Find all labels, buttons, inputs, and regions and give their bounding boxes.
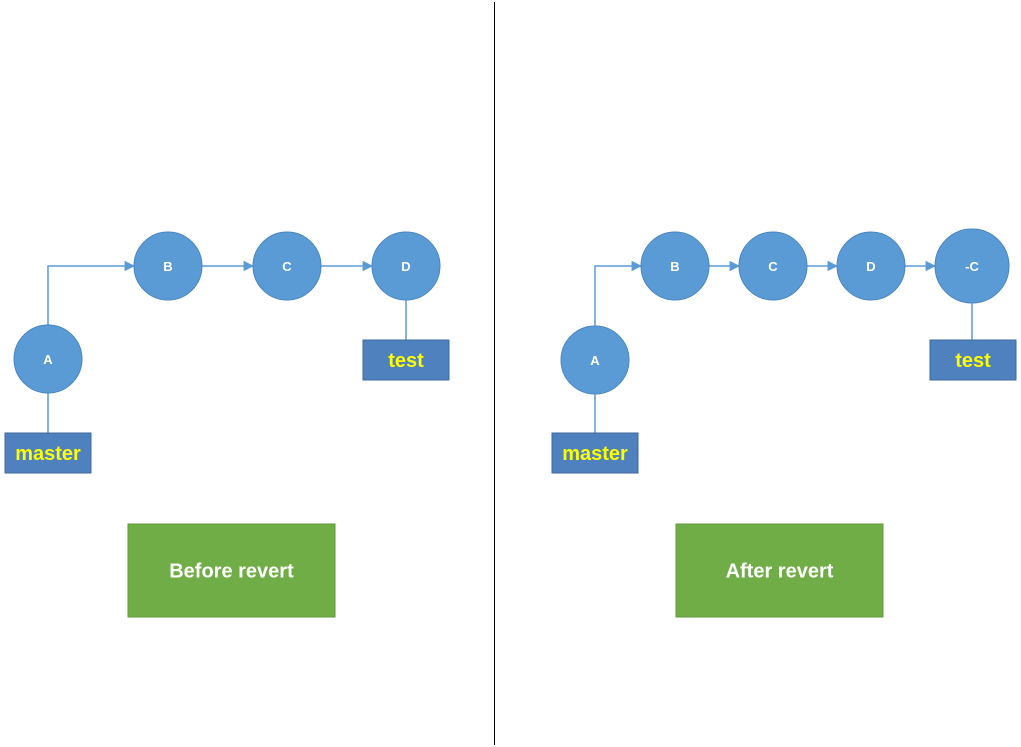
branch-label-test: test [955, 350, 991, 372]
branch-label-master: master [15, 443, 81, 465]
commit-node-a [13, 324, 83, 394]
panel-before-revert: master test A B C D Before revert [4, 231, 450, 618]
commit-node-b [640, 231, 710, 301]
commit-label-c: -C [965, 259, 979, 274]
edge-a-to-b [47, 260, 136, 325]
caption-after: After revert [726, 561, 834, 583]
commit-node-d [371, 231, 441, 301]
panel-after-revert: master test A B C D -C After revert [551, 228, 1017, 618]
branch-label-test: test [388, 350, 424, 372]
commit-label-b: B [670, 259, 679, 274]
commit-node-d [836, 231, 906, 301]
caption-box-after [675, 523, 884, 618]
commit-node-c [252, 231, 322, 301]
edge-a-to-b [594, 260, 643, 326]
branch-label-master: master [562, 443, 628, 465]
commit-label-c: C [768, 259, 778, 274]
commit-node-c [738, 231, 808, 301]
commit-label-d: D [401, 259, 410, 274]
commit-label-b: B [163, 259, 172, 274]
branch-box-test [929, 339, 1017, 381]
commit-label-d: D [866, 259, 875, 274]
caption-box-before [127, 523, 336, 618]
caption-before: Before revert [169, 561, 294, 583]
commit-node-a [560, 325, 630, 395]
commit-label-a: A [590, 353, 600, 368]
commit-label-a: A [43, 352, 53, 367]
branch-box-master [551, 432, 639, 474]
commit-node-b [133, 231, 203, 301]
commit-label-c: C [282, 259, 292, 274]
commit-node-c [934, 228, 1010, 304]
branch-box-master [4, 432, 92, 474]
branch-box-test [362, 339, 450, 381]
